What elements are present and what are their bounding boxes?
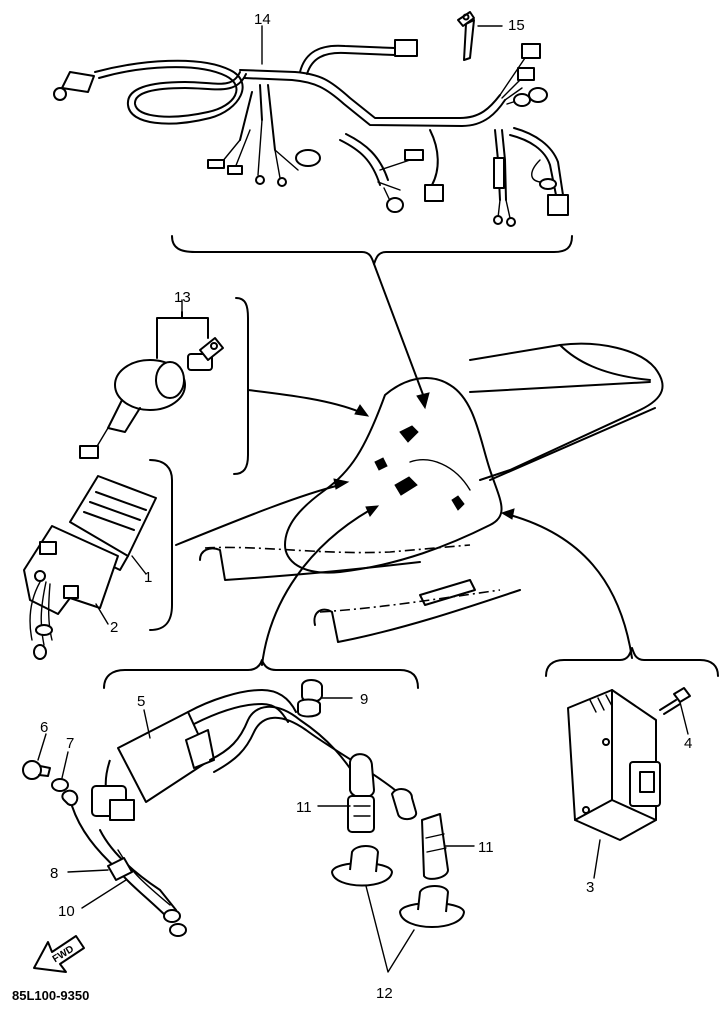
drawing-code: 85L100-9350 xyxy=(12,988,89,1003)
snowmobile-chassis xyxy=(199,342,664,643)
callout-14: 14 xyxy=(254,11,271,28)
wire-harness xyxy=(53,39,573,265)
callout-1: 1 xyxy=(144,569,152,586)
cdi-cover xyxy=(23,525,119,660)
callout-11a: 11 xyxy=(296,799,312,816)
callout-9: 9 xyxy=(360,691,368,708)
callout-11b: 11 xyxy=(478,839,494,856)
spark-plug-caps xyxy=(347,753,449,880)
forward-arrow-icon: FWD xyxy=(33,935,85,973)
bracket-regulator xyxy=(545,647,719,677)
leader-lines xyxy=(37,25,689,973)
regulator-bolt xyxy=(659,687,691,715)
key xyxy=(457,11,475,61)
callout-15: 15 xyxy=(508,17,525,34)
cdi-unit xyxy=(69,475,157,571)
callout-10: 10 xyxy=(58,903,75,920)
callout-2: 2 xyxy=(110,619,118,636)
bracket-ignition-group xyxy=(103,659,419,689)
grommet xyxy=(297,679,323,718)
callout-12: 12 xyxy=(376,985,393,1002)
assembly-arrows xyxy=(175,263,633,666)
callout-5: 5 xyxy=(137,693,145,710)
voltage-regulator xyxy=(567,689,661,841)
main-switch xyxy=(79,311,224,459)
bracket-1-2 xyxy=(149,459,173,631)
bracket-13 xyxy=(233,297,249,475)
ignition-coil xyxy=(91,689,396,821)
wire-lead-and-clamp xyxy=(61,789,187,937)
callout-13: 13 xyxy=(174,289,191,306)
callout-7: 7 xyxy=(66,735,74,752)
callout-4: 4 xyxy=(684,735,692,752)
callout-3: 3 xyxy=(586,879,594,896)
bolt-and-washer xyxy=(22,760,69,792)
callout-8: 8 xyxy=(50,865,58,882)
callout-6: 6 xyxy=(40,719,48,736)
plug-covers xyxy=(331,845,465,928)
